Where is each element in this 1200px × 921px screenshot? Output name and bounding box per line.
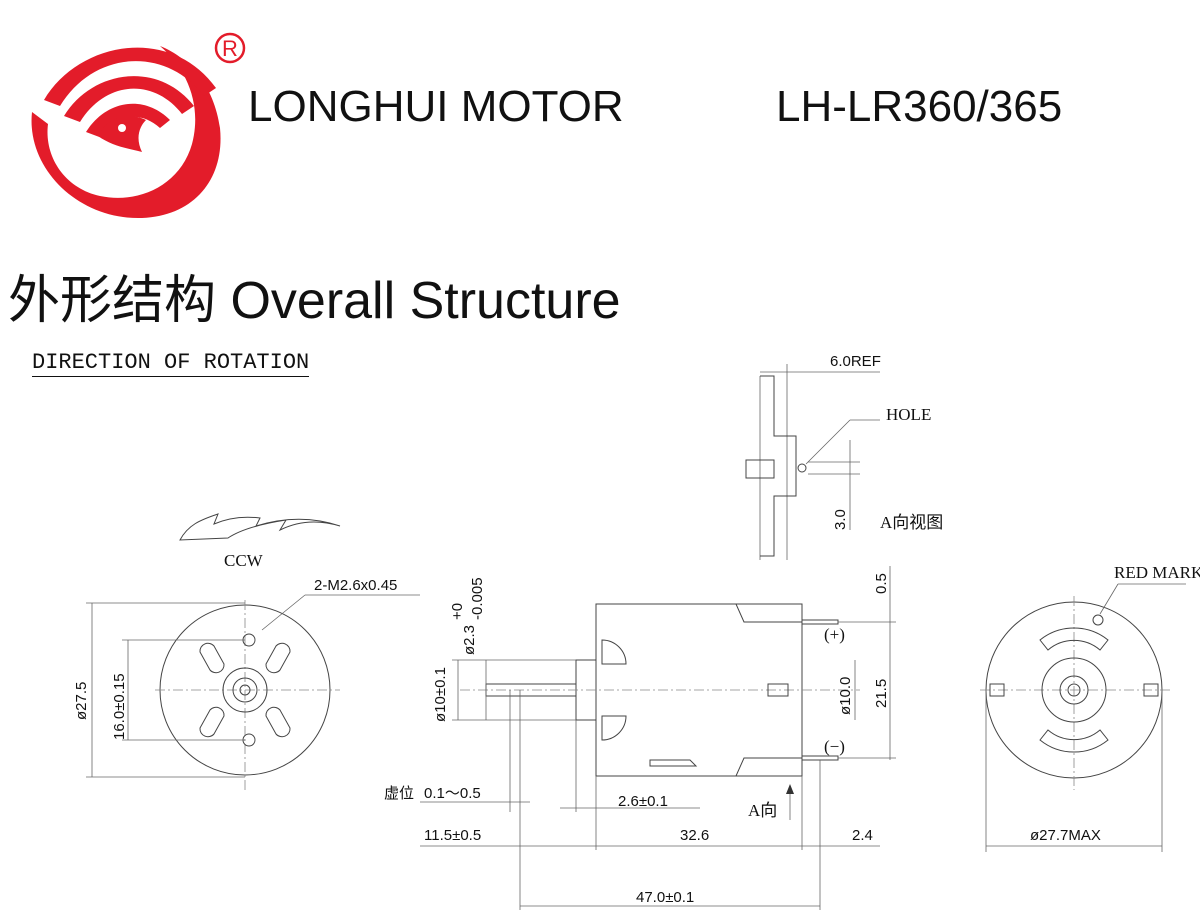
hole-spacing-dim: 16.0±0.15 xyxy=(111,673,128,740)
shaft-dia-dim: ø2.3 xyxy=(461,625,478,655)
front-view: CCW 2-M2.6x0.45 ø27.5 xyxy=(73,513,420,790)
model-number: LH-LR360/365 xyxy=(776,82,1063,131)
virtual-label: 虚位 xyxy=(384,785,414,802)
terminal-plus: (+) xyxy=(824,625,845,644)
virtual-range: 0.1～0.5 xyxy=(424,785,481,802)
terminal-minus: (−) xyxy=(824,737,845,756)
hole-label: HOLE xyxy=(886,405,931,424)
rotation-arrow-icon xyxy=(179,513,341,541)
longhui-logo-icon: R xyxy=(31,32,246,219)
total-length-dim: 47.0±0.1 xyxy=(636,889,694,906)
red-mark-dot xyxy=(1092,614,1104,626)
hole-dim: 3.0 xyxy=(832,509,849,530)
red-mark-label: RED MARK xyxy=(1114,563,1200,582)
shaft-length-dim: 11.5±0.5 xyxy=(424,827,481,844)
section-title: 外形结构 Overall Structure xyxy=(8,272,621,330)
rear-boss-dia-dim: ø10.0 xyxy=(837,677,854,715)
body-length-dim: 32.6 xyxy=(680,827,709,844)
shaft-tol-lower: -0.005 xyxy=(469,577,486,620)
front-diameter-dim: ø27.5 xyxy=(73,682,90,720)
terminal-length-dim: 2.4 xyxy=(852,827,873,844)
view-a-title: A向视图 xyxy=(880,513,943,532)
terminal-pitch-dim: 21.5 xyxy=(873,679,890,708)
view-a-detail: 6.0REF HOLE 3.0 A向视图 xyxy=(745,353,943,560)
terminal-offset-dim: 0.5 xyxy=(873,573,890,594)
rear-max-dia-dim: ø27.7MAX xyxy=(1030,827,1101,844)
shaft-tol-upper: +0 xyxy=(449,603,466,620)
ref-dim: 6.0REF xyxy=(830,353,881,370)
boss-length-dim: 2.6±0.1 xyxy=(618,793,668,810)
rotation-heading: DIRECTION OF ROTATION xyxy=(32,350,310,377)
screw-callout: 2-M2.6x0.45 xyxy=(314,577,397,594)
side-view: ø2.3 +0 -0.005 ø10±0.1 ø10.0 21.5 0.5 (+… xyxy=(384,566,896,910)
rear-view: RED MARK ø27.7MAX xyxy=(980,563,1200,852)
boss-dia-dim: ø10±0.1 xyxy=(432,667,449,722)
registered-mark-icon xyxy=(214,32,246,64)
view-arrow-label: A向 xyxy=(748,801,777,820)
brand-name: LONGHUI MOTOR xyxy=(248,82,624,131)
registered-mark: R xyxy=(222,36,238,61)
rotation-label: CCW xyxy=(224,551,264,570)
